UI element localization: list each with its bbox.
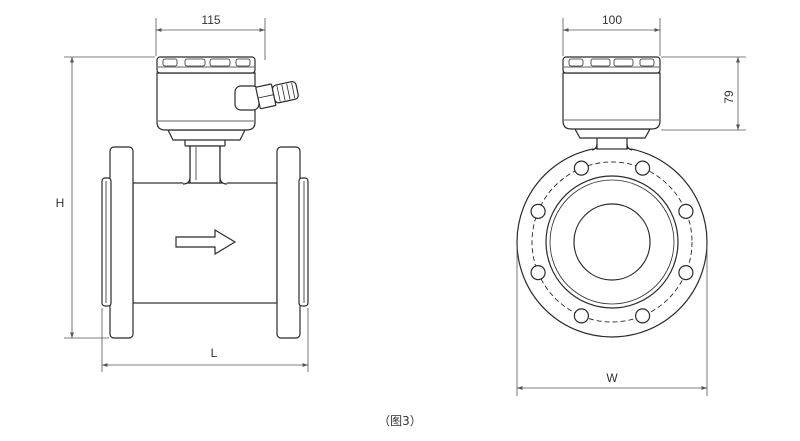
left-flange bbox=[101, 146, 134, 339]
bolt-holes bbox=[530, 160, 694, 324]
side-neck bbox=[182, 138, 228, 185]
front-flange bbox=[516, 146, 708, 338]
right-flange bbox=[276, 146, 309, 339]
cable-gland bbox=[234, 81, 299, 111]
dimension-115: 115 bbox=[155, 13, 266, 60]
dimension-h: H bbox=[56, 56, 155, 339]
flow-arrow-icon bbox=[175, 228, 237, 256]
side-converter-head bbox=[156, 56, 256, 141]
bolt-circle bbox=[531, 161, 693, 323]
dimension-h-label: H bbox=[56, 196, 65, 210]
dimension-100: 100 bbox=[562, 13, 661, 56]
dimension-79-label: 79 bbox=[722, 90, 736, 104]
front-neck bbox=[591, 136, 633, 151]
dimension-w: W bbox=[516, 246, 708, 396]
dimension-79: 79 bbox=[661, 56, 746, 131]
front-converter-head bbox=[562, 56, 661, 139]
figure-caption: （图3） bbox=[378, 414, 422, 428]
side-view: 115 H L bbox=[56, 13, 309, 372]
dimension-w-label: W bbox=[606, 371, 618, 385]
front-view: 100 79 W bbox=[516, 13, 746, 396]
dimension-115-label: 115 bbox=[201, 13, 220, 27]
dimension-l: L bbox=[101, 308, 309, 372]
dimension-100-label: 100 bbox=[602, 13, 622, 27]
pipe-bore bbox=[573, 203, 651, 281]
dimension-l-label: L bbox=[211, 346, 218, 360]
